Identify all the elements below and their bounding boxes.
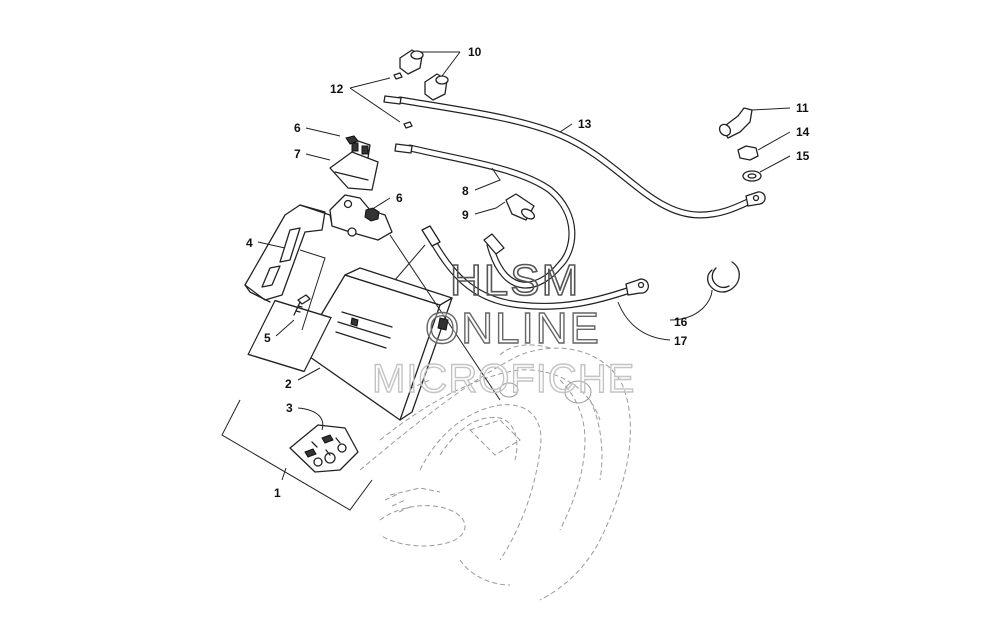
cable-13 xyxy=(383,95,766,219)
callout-8: 8 xyxy=(462,184,469,198)
callout-9: 9 xyxy=(462,208,469,222)
nut-14 xyxy=(737,145,759,161)
battery xyxy=(247,267,453,421)
cable-8 xyxy=(394,143,576,289)
terminal-boot-11 xyxy=(718,107,753,139)
callout-16: 16 xyxy=(674,315,688,329)
leader-lines xyxy=(257,51,791,481)
callout-12: 12 xyxy=(330,82,344,96)
clamp-ring-16 xyxy=(707,261,740,293)
callout-13: 13 xyxy=(578,117,592,131)
terminal-boot-9 xyxy=(505,193,536,221)
callout-14: 14 xyxy=(796,125,810,139)
battery-bracket xyxy=(244,204,333,303)
watermark: HLSM ONLINE MICROFICHE xyxy=(371,255,635,402)
callout-10: 10 xyxy=(468,45,482,59)
callout-7: 7 xyxy=(294,147,301,161)
callout-4: 4 xyxy=(246,236,253,250)
watermark-line-2: ONLINE xyxy=(425,304,601,353)
lock-washer-15 xyxy=(742,170,762,182)
screw xyxy=(293,294,311,316)
callouts: 1 2 3 4 5 6 6 7 8 9 10 11 12 13 14 15 16… xyxy=(246,45,810,500)
callout-17: 17 xyxy=(674,334,688,348)
callout-15: 15 xyxy=(796,149,810,163)
callout-5: 5 xyxy=(264,331,271,345)
watermark-line-1: HLSM xyxy=(450,256,580,305)
callout-11: 11 xyxy=(796,101,809,115)
nut-upper xyxy=(345,135,359,145)
watermark-line-3: MICROFICHE xyxy=(372,357,635,401)
terminal-boots xyxy=(399,49,449,101)
hardware-kit xyxy=(289,424,359,473)
cable-17 xyxy=(421,225,650,310)
callout-6a: 6 xyxy=(294,121,301,135)
callout-1: 1 xyxy=(274,486,281,500)
starter-solenoid xyxy=(329,139,379,191)
kit-group-bracket xyxy=(221,399,373,511)
callout-6b: 6 xyxy=(396,191,403,205)
callout-3: 3 xyxy=(286,401,293,415)
nut-12a xyxy=(393,72,403,80)
vehicle-body-outline xyxy=(359,344,631,601)
mount-bracket xyxy=(329,194,393,241)
callout-2: 2 xyxy=(285,377,292,391)
nut-12b xyxy=(403,121,413,129)
